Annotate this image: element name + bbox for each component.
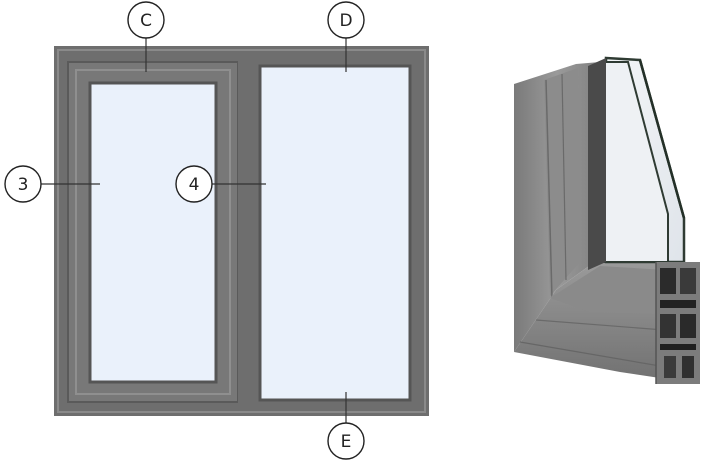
- window-corner-profile-icon: [514, 56, 700, 384]
- profile-chamber-7: [664, 356, 676, 378]
- callout-c: C: [127, 1, 165, 39]
- callout-d-label: D: [339, 11, 352, 31]
- profile-chamber-1: [660, 268, 676, 294]
- callout-e-label: E: [341, 432, 352, 452]
- profile-chamber-5: [680, 314, 696, 338]
- profile-glass-edge: [638, 59, 686, 219]
- callout-3-label: 3: [18, 175, 29, 195]
- callout-c-label: C: [140, 11, 152, 31]
- profile-chamber-8: [682, 356, 694, 378]
- outer-frame-bevel: [57, 49, 426, 413]
- window-elevation: [54, 46, 429, 416]
- mullion: [238, 58, 256, 406]
- profile-chamber-3: [660, 300, 696, 308]
- profile-chamber-4: [660, 314, 676, 338]
- profile-sash: [588, 58, 606, 270]
- callout-3: 3: [4, 165, 42, 203]
- profile-groove-3: [519, 341, 661, 367]
- profile-vertical-inner: [544, 68, 580, 296]
- profile-chamber-6: [660, 344, 696, 350]
- left-sash-inner: [75, 69, 231, 395]
- callout-e: E: [327, 422, 365, 460]
- left-glass: [88, 81, 218, 384]
- profile-groove-4: [535, 319, 665, 331]
- callout-d: D: [327, 1, 365, 39]
- profile-groove-1: [545, 79, 553, 299]
- leader-lines: [40, 38, 347, 424]
- right-glass: [258, 64, 412, 402]
- profile-chamber-2: [680, 268, 696, 294]
- profile-bottom-inner: [550, 266, 666, 314]
- callout-4: 4: [175, 165, 213, 203]
- callout-4-label: 4: [189, 175, 200, 195]
- profile-groove-2: [561, 73, 567, 281]
